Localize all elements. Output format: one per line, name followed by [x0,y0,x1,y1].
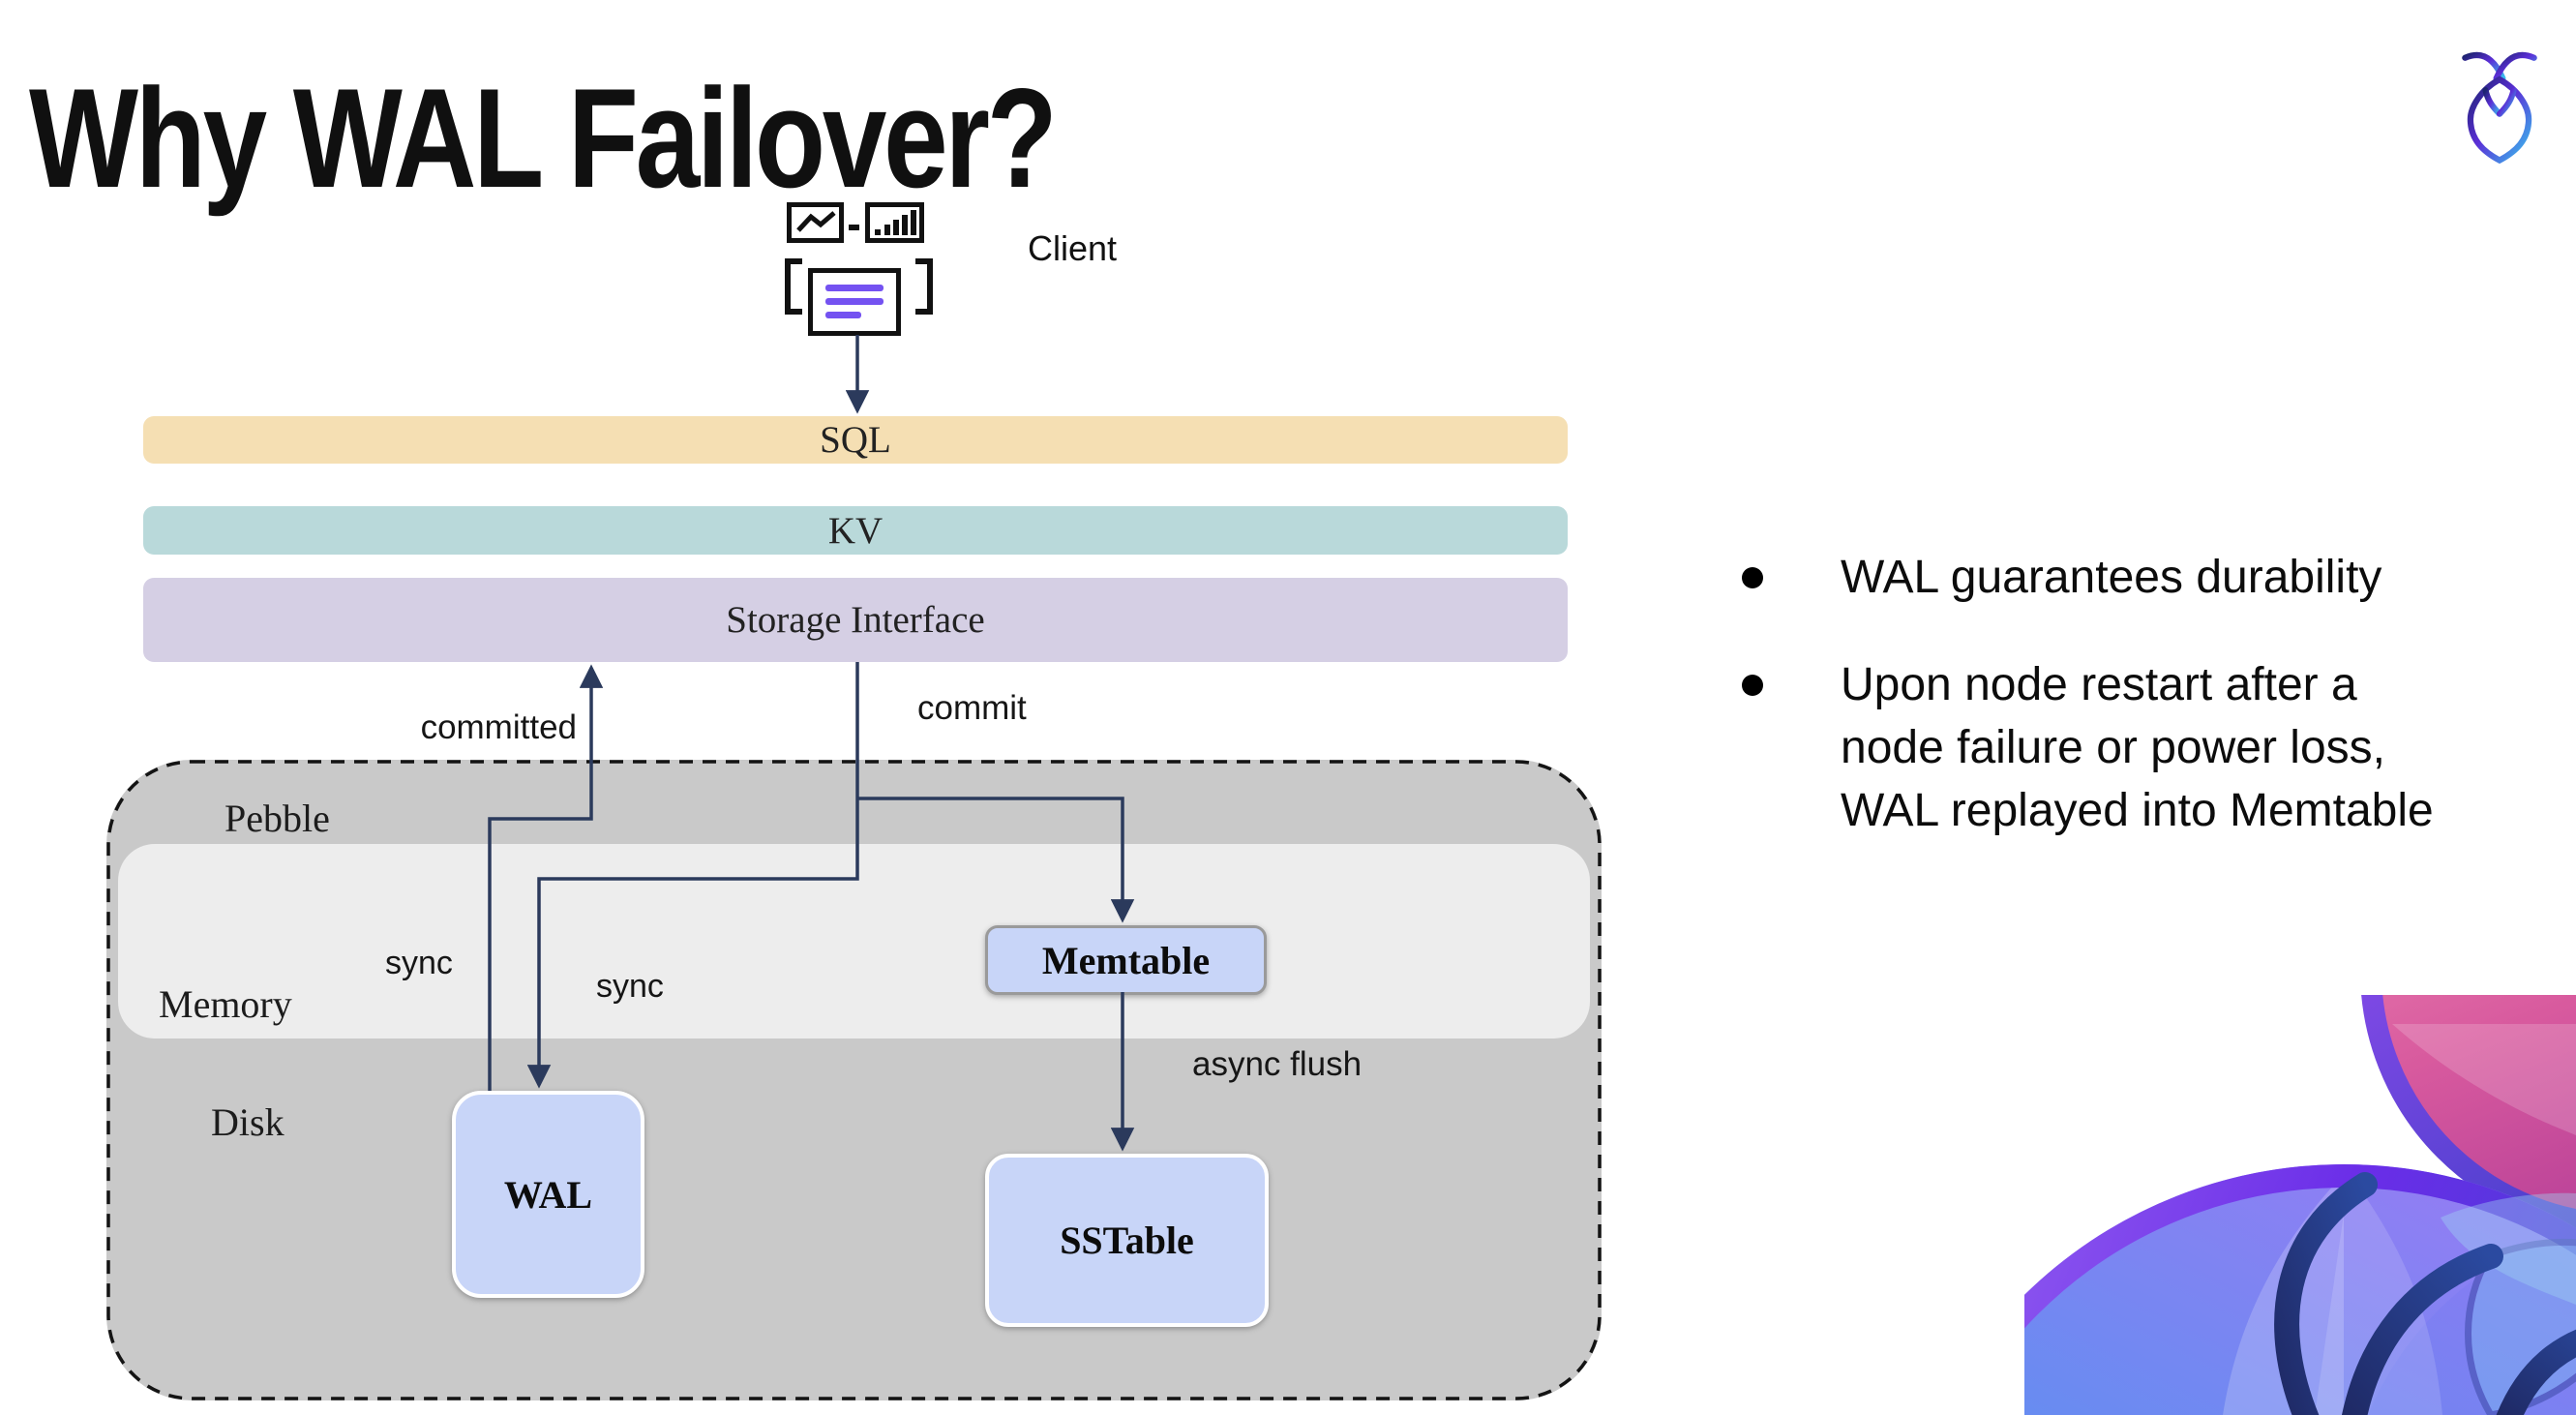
sync-left-label: sync [385,945,453,981]
async-flush-label: async flush [1192,1045,1363,1083]
memory-label: Memory [159,982,292,1026]
bar-chart-icon [865,202,924,243]
sstable-box: SSTable [985,1154,1269,1327]
layer-kv-label: KV [827,509,884,552]
cockroachdb-logo-icon [2462,51,2537,165]
right-bracket-icon [915,258,933,315]
client-label: Client [1028,228,1118,268]
committed-label: committed [420,708,577,746]
left-bracket-icon [785,258,802,315]
layer-storage-interface: Storage Interface [143,578,1568,662]
bullet-icon [1742,675,1763,696]
line-chart-icon [787,202,844,243]
wal-box: WAL [452,1091,644,1298]
brand-artwork [2024,995,2576,1415]
layer-kv: KV [143,506,1568,555]
layer-sql-label: SQL [820,419,891,461]
page-title: Why WAL Failover? [29,59,1058,217]
layer-sql: SQL [143,416,1568,464]
bullet-list: WAL guarantees durability Upon node rest… [1742,546,2535,842]
sstable-label: SSTable [1060,1219,1194,1262]
bullet-icon [1742,567,1763,588]
list-item: Upon node restart after a node failure o… [1742,653,2535,842]
memtable-label: Memtable [1041,938,1211,982]
memory-band [118,844,1590,1039]
dash-connector [849,225,859,230]
list-item: WAL guarantees durability [1742,546,2535,609]
disk-label: Disk [211,1100,285,1144]
memtable-box: Memtable [985,925,1267,995]
bullet-text: Upon node restart after a node failure o… [1841,659,2434,836]
bullet-text: WAL guarantees durability [1841,552,2382,603]
layer-storage-label: Storage Interface [726,599,985,641]
sync-right-label: sync [596,968,664,1005]
wal-label: WAL [503,1172,593,1217]
client-terminal-icon [784,198,935,336]
commit-label: commit [917,689,1027,727]
document-icon [808,268,901,336]
pebble-label: Pebble [225,797,330,840]
